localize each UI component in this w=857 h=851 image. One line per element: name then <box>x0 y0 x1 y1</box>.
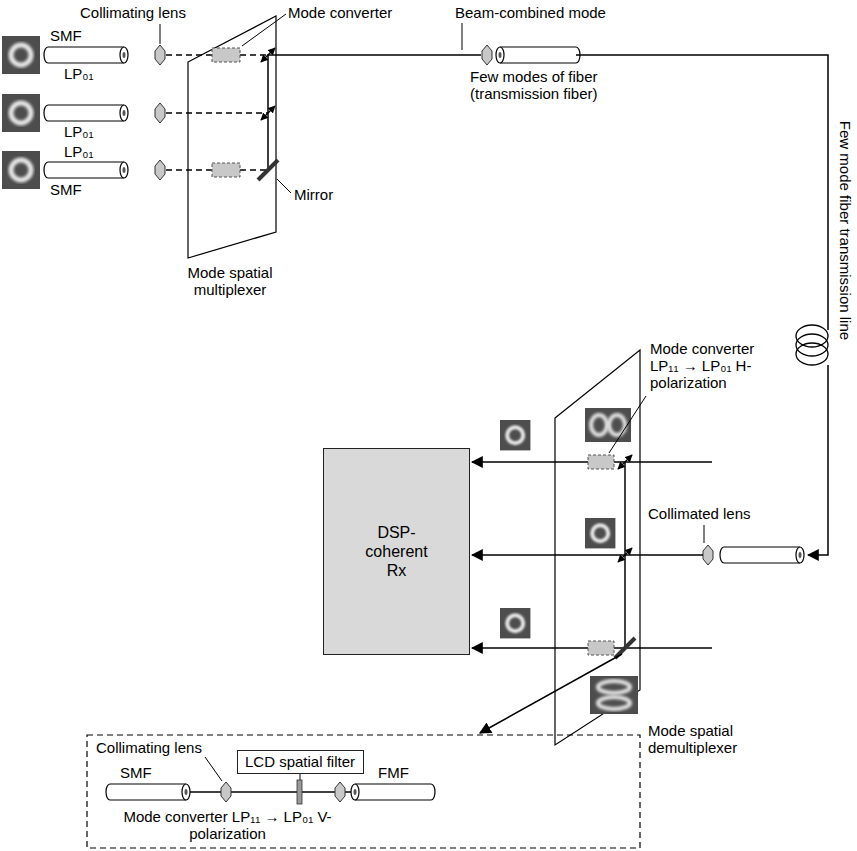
output-beam <box>480 654 622 733</box>
optical-setup <box>351 784 435 800</box>
mode-converter-symbol <box>212 48 240 177</box>
input-mode-images <box>2 36 40 189</box>
output-mode-images <box>590 676 638 714</box>
part-label: LP₀₁ <box>64 143 94 160</box>
mirror-symbol <box>258 160 278 180</box>
mirror-symbol <box>615 638 635 658</box>
part-label: Mirror <box>294 186 333 203</box>
input-lenses <box>155 45 165 180</box>
input-fibers <box>44 162 128 178</box>
input-lenses <box>155 103 165 123</box>
mode-converter-symbol <box>588 455 614 469</box>
optical-setup <box>482 45 492 65</box>
optical-setup <box>221 782 231 802</box>
part-label: Beam-combined mode <box>455 4 606 21</box>
beam-splitter-symbol <box>618 455 632 469</box>
input-fibers <box>44 47 128 63</box>
input-mode-images <box>2 94 40 132</box>
part-label: Mode spatial multiplexer <box>175 264 285 298</box>
optical-setup <box>703 545 713 565</box>
part-label: SMF <box>120 764 152 781</box>
leader-line <box>160 14 462 193</box>
part-label: Collimated lens <box>648 505 751 522</box>
beam-splitter-symbol <box>261 106 275 120</box>
leader-line <box>205 757 222 781</box>
transmission-line <box>576 55 828 555</box>
mode-converter-symbol <box>588 641 614 655</box>
fiber-coil <box>796 343 828 365</box>
input-fibers <box>44 47 128 178</box>
part-label: Few modes of fiber (transmission fiber) <box>470 68 650 102</box>
mode-converter-symbol <box>588 455 614 655</box>
part-label: Mode spatial demultiplexer <box>648 722 778 756</box>
optical-setup <box>720 547 804 563</box>
part-label: FMF <box>378 764 409 781</box>
demultiplexer-outline <box>555 350 640 745</box>
box-text: DSP-coherent Rx <box>357 523 437 581</box>
part-label: Mode converter LP₁₁ → LP₀₁ V-polarizatio… <box>120 808 335 842</box>
part-label: SMF <box>50 27 82 44</box>
output-mode-images <box>500 408 638 714</box>
part-label: LP₀₁ <box>64 65 94 82</box>
beam-splitter-symbol <box>618 548 632 562</box>
beam-splitter-symbol <box>261 48 275 120</box>
input-fibers <box>44 105 128 121</box>
mode-converter-symbol <box>212 48 240 62</box>
input-lenses <box>155 45 165 65</box>
part-label: Collimating lens <box>96 739 202 756</box>
output-mode-images <box>500 420 530 450</box>
output-beam <box>472 554 703 556</box>
box-text: LCD spatial filter <box>245 753 355 771</box>
part-label: SMF <box>50 181 82 198</box>
fiber-coil <box>796 334 828 356</box>
input-mode-images <box>2 36 40 74</box>
beam-splitter-symbol <box>618 455 632 562</box>
output-mode-images <box>585 518 615 548</box>
part-label: Mode converter <box>288 4 392 21</box>
process-box: DSP-coherent Rx <box>323 448 470 655</box>
multiplexer-outline <box>188 16 276 258</box>
optical-setup <box>106 784 190 800</box>
input-lenses <box>155 160 165 180</box>
mode-converter-symbol <box>212 163 240 177</box>
filter-box: LCD spatial filter <box>237 750 364 774</box>
part-label: Few mode fiber transmission line <box>837 120 854 339</box>
lcd-filter-symbol <box>297 780 302 804</box>
output-mode-images <box>585 408 631 442</box>
optical-setup <box>496 47 580 63</box>
output-mode-images <box>500 608 530 638</box>
part-label: Collimating lens <box>80 4 186 21</box>
optical-setup <box>335 782 345 802</box>
input-mode-images <box>2 151 40 189</box>
dashed-beam <box>166 55 268 170</box>
beam-splitter-symbol <box>261 48 275 62</box>
fiber-coil <box>796 325 828 365</box>
combined-beam <box>268 55 481 170</box>
part-label: Mode converter LP₁₁ → LP₀₁ H-polarizatio… <box>650 340 768 391</box>
part-label: LP₀₁ <box>64 123 94 140</box>
filter-beam <box>186 791 355 793</box>
fiber-coil <box>796 325 828 347</box>
dashed-region <box>87 735 640 848</box>
